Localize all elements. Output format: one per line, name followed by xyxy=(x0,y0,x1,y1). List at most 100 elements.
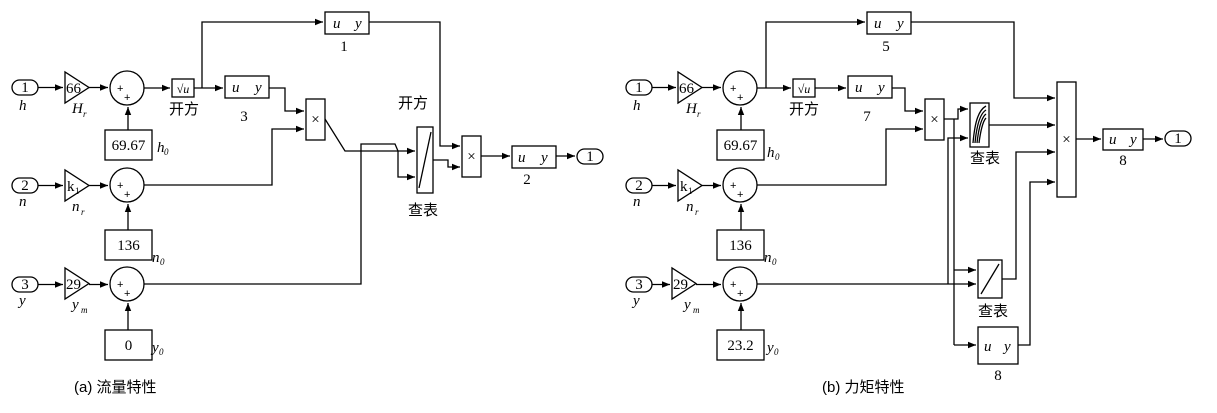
svg-text:y: y xyxy=(631,293,640,309)
sqrt-block: √u 开方 xyxy=(169,78,199,118)
svg-text:y: y xyxy=(876,80,885,96)
svg-text:136: 136 xyxy=(117,238,140,254)
product-block-2: × xyxy=(461,135,482,178)
svg-text:n: n xyxy=(686,199,694,215)
svg-text:+: + xyxy=(730,83,736,95)
svg-text:n: n xyxy=(72,199,80,215)
gain-nr: k 1 n r xyxy=(64,168,91,217)
svg-text:m: m xyxy=(693,305,700,315)
svg-text:查表: 查表 xyxy=(408,202,438,219)
const-y0: 0 y 0 xyxy=(104,329,164,361)
svg-text:8: 8 xyxy=(994,368,1002,384)
const-h0: 69.67 h 0 xyxy=(104,129,169,161)
output-port: 1 xyxy=(1164,130,1192,147)
svg-text:y: y xyxy=(765,340,774,356)
sum-y: + + xyxy=(722,266,758,302)
const-y0: 23.2 y 0 xyxy=(716,329,779,361)
svg-text:+: + xyxy=(737,189,743,201)
fcn-block-5: u y 5 xyxy=(866,11,912,55)
svg-text:h: h xyxy=(633,98,641,114)
svg-text:3: 3 xyxy=(240,109,248,125)
svg-text:1: 1 xyxy=(635,80,643,96)
svg-text:+: + xyxy=(730,279,736,291)
wires-a xyxy=(38,18,575,330)
svg-text:2: 2 xyxy=(635,178,643,194)
svg-text:h: h xyxy=(19,98,27,114)
svg-text:u: u xyxy=(333,16,341,32)
fcn-block-1: u y 1 xyxy=(324,11,370,55)
diagram-a: 1 h 2 n 3 y 66 H r k 1 n r 29 xyxy=(11,11,604,361)
wires-b xyxy=(652,18,1163,349)
svg-text:y: y xyxy=(253,80,262,96)
fcn-block-7: u y 7 xyxy=(847,75,893,125)
svg-text:查表: 查表 xyxy=(978,303,1008,320)
const-n0: 136 n 0 xyxy=(716,229,777,267)
svg-text:2: 2 xyxy=(523,172,531,188)
svg-text:×: × xyxy=(1062,132,1070,148)
svg-text:开方: 开方 xyxy=(789,101,819,118)
svg-text:×: × xyxy=(930,112,938,128)
svg-text:+: + xyxy=(117,83,123,95)
svg-text:y: y xyxy=(682,297,691,313)
svg-text:0: 0 xyxy=(164,147,169,157)
svg-text:n: n xyxy=(633,194,641,210)
svg-text:23.2: 23.2 xyxy=(727,338,753,354)
svg-text:r: r xyxy=(83,109,87,119)
svg-text:1: 1 xyxy=(340,39,348,55)
lookup-table-1d: 查表 xyxy=(977,259,1008,320)
sum-n: + + xyxy=(109,167,145,203)
svg-text:k: k xyxy=(67,179,75,195)
fcn-block-8-output: u y 8 xyxy=(1102,128,1144,169)
gain-hr: 66 H r xyxy=(64,70,91,119)
svg-text:0: 0 xyxy=(775,152,780,162)
svg-text:136: 136 xyxy=(729,238,752,254)
svg-text:1: 1 xyxy=(688,186,693,196)
svg-text:m: m xyxy=(81,305,88,315)
svg-text:u: u xyxy=(855,80,863,96)
svg-text:66: 66 xyxy=(679,81,695,97)
svg-text:u: u xyxy=(1109,132,1117,148)
svg-text:n: n xyxy=(19,194,27,210)
gain-ym: 29 y m xyxy=(671,266,700,315)
svg-text:69.67: 69.67 xyxy=(112,138,146,154)
svg-text:查表: 查表 xyxy=(970,150,1000,167)
input-port-h: 1 h xyxy=(625,79,653,114)
product-block-1: × xyxy=(305,98,326,141)
gain-nr: k 1 n r xyxy=(677,168,704,217)
input-port-y: 3 y xyxy=(11,276,39,309)
svg-text:y: y xyxy=(1128,132,1137,148)
svg-text:u: u xyxy=(874,16,882,32)
svg-text:0: 0 xyxy=(159,347,164,357)
svg-text:y: y xyxy=(1002,339,1011,355)
lookup-table: 开方 查表 xyxy=(398,95,438,219)
svg-text:1: 1 xyxy=(586,149,594,165)
svg-text:h: h xyxy=(157,140,165,156)
sum-n: + + xyxy=(722,167,758,203)
svg-text:开方: 开方 xyxy=(398,95,428,112)
svg-text:n: n xyxy=(764,250,772,266)
svg-text:y: y xyxy=(17,293,26,309)
input-port-n: 2 n xyxy=(11,177,39,210)
svg-text:66: 66 xyxy=(66,81,82,97)
svg-text:+: + xyxy=(737,288,743,300)
svg-text:y: y xyxy=(895,16,904,32)
svg-text:69.67: 69.67 xyxy=(724,138,758,154)
svg-text:1: 1 xyxy=(75,186,80,196)
const-n0: 136 n 0 xyxy=(104,229,165,267)
sqrt-block: √u 开方 xyxy=(789,78,819,118)
caption-a: (a) 流量特性 xyxy=(74,379,157,396)
product-block-1: × xyxy=(924,98,945,141)
svg-text:u: u xyxy=(984,339,992,355)
svg-text:n: n xyxy=(152,250,160,266)
svg-text:+: + xyxy=(730,180,736,192)
const-h0: 69.67 h 0 xyxy=(716,129,780,162)
diagram-b: 1 h 2 n 3 y 66 H r k 1 n r 29 xyxy=(625,11,1192,384)
svg-text:√u: √u xyxy=(177,82,190,96)
svg-text:开方: 开方 xyxy=(169,101,199,118)
svg-text:k: k xyxy=(680,179,688,195)
svg-text:+: + xyxy=(124,92,130,104)
svg-text:H: H xyxy=(71,101,84,117)
svg-text:r: r xyxy=(81,207,85,217)
svg-text:y: y xyxy=(539,150,548,166)
fcn-block-3: u y 3 xyxy=(224,75,270,125)
